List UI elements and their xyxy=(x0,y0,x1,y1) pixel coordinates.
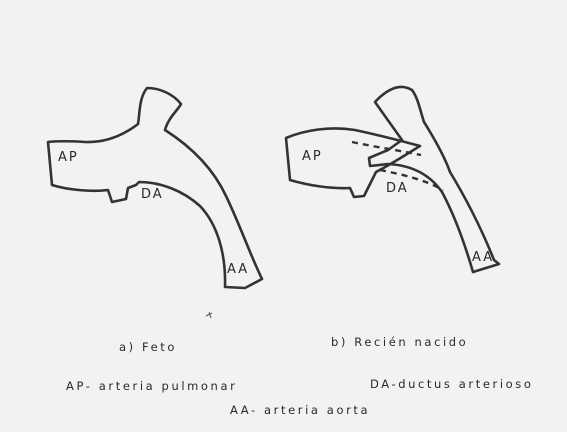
legend-ap: AP- arteria pulmonar xyxy=(66,379,237,393)
newborn-aorta-outline xyxy=(369,87,499,272)
newborn-caption: b) Recién nacido xyxy=(331,335,468,349)
fetal-label-ap: AP xyxy=(58,150,79,165)
newborn-label-da: DA xyxy=(386,181,409,196)
legend-aa: AA- arteria aorta xyxy=(230,403,370,417)
stray-mark xyxy=(206,312,212,318)
legend-da: DA-ductus arterioso xyxy=(370,377,534,391)
fetal-label-aa: AA xyxy=(227,262,249,277)
newborn-label-ap: AP xyxy=(302,149,323,164)
newborn-label-aa: AA xyxy=(472,250,494,265)
fetal-label-da: DA xyxy=(141,187,164,202)
fetal-caption: a) Feto xyxy=(119,340,177,354)
